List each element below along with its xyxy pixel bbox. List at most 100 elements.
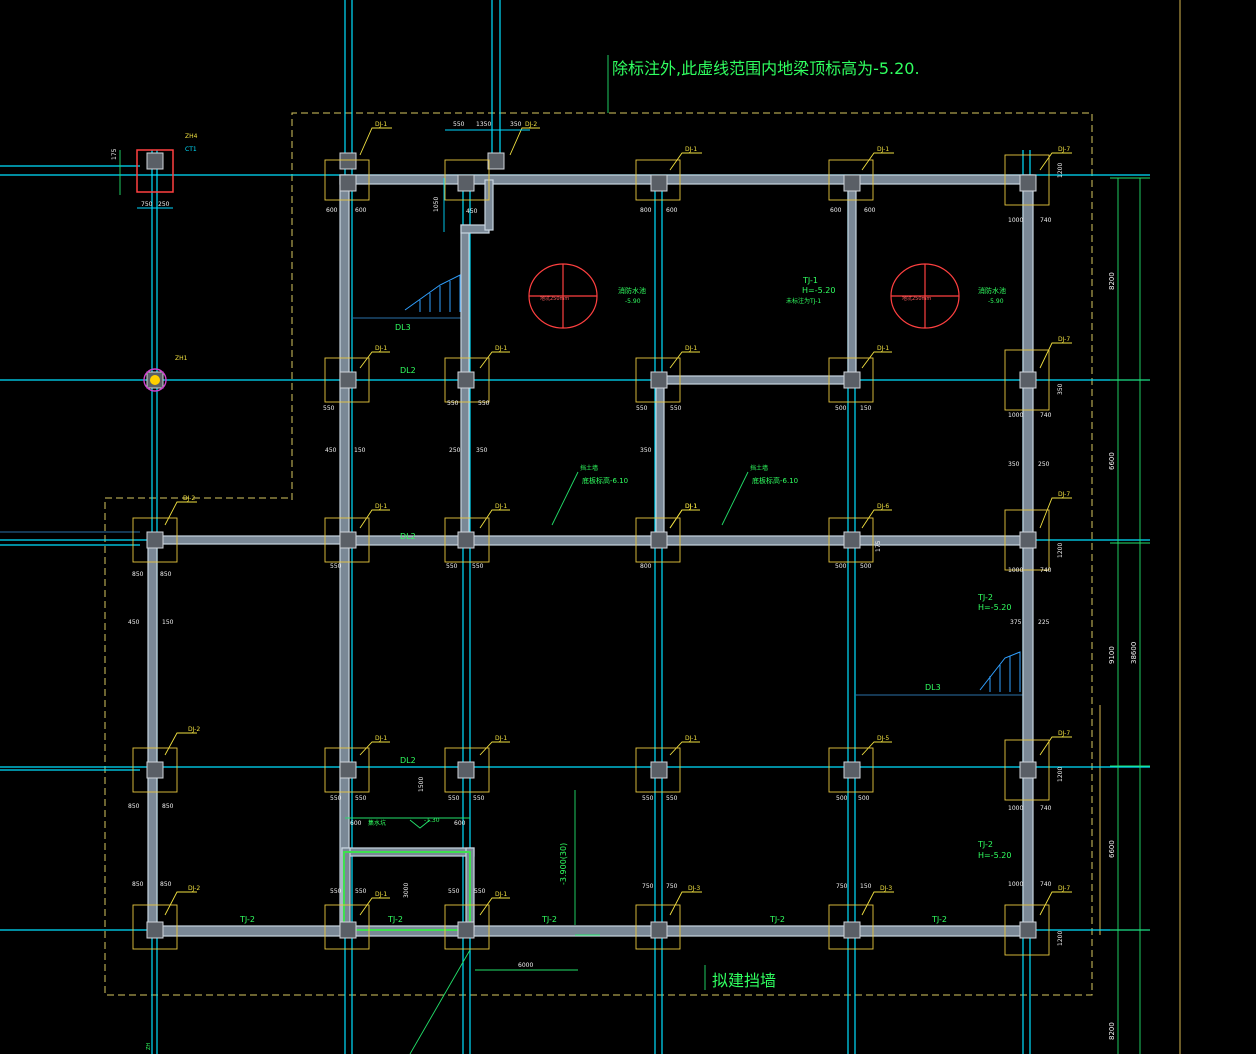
beam-dl2-3: DL2 (400, 756, 416, 765)
cad-text-64: 550 (453, 121, 465, 128)
svg-text:ZH: ZH (146, 1043, 152, 1050)
cad-text-35: DJ-1 (375, 121, 387, 128)
cad-text-65: 1350 (476, 121, 491, 128)
cad-text-91: 500 (835, 405, 847, 412)
cad-text-58: DJ-2 (188, 885, 200, 892)
cad-text-70: 6600 (1108, 452, 1116, 470)
cad-text-131: 850 (160, 881, 172, 888)
column-tag-zh1: ZH1 (175, 355, 188, 362)
cad-text-82: 600 (830, 207, 842, 214)
cad-text-44: DJ-7 (1058, 336, 1070, 343)
cad-text-62: DJ-3 (880, 885, 892, 892)
pile-markers (136, 149, 174, 392)
cad-text-137: 750 (666, 883, 678, 890)
cad-text-96: 150 (354, 447, 366, 454)
cad-text-87: 550 (447, 400, 459, 407)
retaining-wall-note: 拟建挡墙 (712, 971, 776, 990)
tj1-label: TJ-1 (802, 276, 818, 285)
tj1-h-label: H=-5.20 (802, 286, 835, 295)
cad-text-66: 350 (510, 121, 522, 128)
cad-text-43: DJ-1 (877, 345, 889, 352)
cad-text-149: 750 (141, 201, 153, 208)
cad-text-117: 850 (162, 803, 174, 810)
sump-label: 集水坑 (368, 819, 386, 827)
cad-text-146: 350 (1057, 383, 1064, 395)
cad-text-142: 1200 (1057, 163, 1064, 178)
sump-level: -1.30 (424, 817, 440, 824)
columns (146, 152, 1037, 939)
cad-text-133: 550 (355, 888, 367, 895)
cad-text-116: 850 (128, 803, 140, 810)
cad-text-60: DJ-1 (495, 891, 507, 898)
cad-text-41: DJ-1 (495, 345, 507, 352)
cad-text-143: 1200 (1057, 543, 1064, 558)
pit-label-1: 地坑250mm (540, 295, 569, 302)
cad-text-92: 150 (860, 405, 872, 412)
tj1-sub-label: 未标注为TJ-1 (786, 297, 821, 305)
cad-text-56: DJ-5 (877, 735, 889, 742)
retaining-wall-a-sub: 底板标高-6.10 (582, 476, 628, 485)
cad-text-129: 600 (454, 820, 466, 827)
cad-text-94: 740 (1040, 412, 1052, 419)
cad-text-105: 550 (446, 563, 458, 570)
cad-text-109: 500 (860, 563, 872, 570)
cad-text-121: 550 (473, 795, 485, 802)
cad-text-77: 1500 (418, 777, 425, 792)
cad-text-93: 1000 (1008, 412, 1023, 419)
cad-text-76: 3000 (403, 883, 410, 898)
vertical-elevation: -3.900(30) (559, 843, 568, 885)
fire-pool-symbols (528, 263, 960, 329)
cad-text-148: 175 (111, 148, 118, 160)
beam-dl2-2: DL2 (400, 532, 416, 541)
cad-text-98: 350 (476, 447, 488, 454)
cad-text-63: DJ-7 (1058, 885, 1070, 892)
cad-text-59: DJ-1 (375, 891, 387, 898)
cad-text-135: 550 (474, 888, 486, 895)
cad-text-122: 550 (642, 795, 654, 802)
cad-text-124: 500 (836, 795, 848, 802)
cad-text-47: DJ-1 (495, 503, 507, 510)
column-tag-ct1: CT1 (185, 146, 197, 153)
retaining-wall-b: 挡土墙 (750, 464, 768, 472)
annotations: TJ-1 H=-5.20 未标注为TJ-1 消防水池 -5.90 消防水池 -5… (175, 133, 1011, 990)
hatch-leaders: ZH (146, 934, 600, 1054)
tj2-bottom-1: TJ-2 (239, 915, 255, 924)
cad-text-78: 600 (326, 207, 338, 214)
cad-text-86: 550 (323, 405, 335, 412)
cad-text-107: 800 (640, 563, 652, 570)
boundary-dashed-lines (104, 0, 1181, 1054)
cad-text-128: 600 (350, 820, 362, 827)
cad-text-113: 150 (162, 619, 174, 626)
cad-text-120: 550 (448, 795, 460, 802)
cad-text-54: DJ-1 (495, 735, 507, 742)
cad-text-101: 250 (1038, 461, 1050, 468)
cad-text-80: 800 (640, 207, 652, 214)
cad-text-67: 1050 (433, 197, 440, 212)
column-tag-zh4: ZH4 (185, 133, 198, 140)
cad-text-46: DJ-1 (375, 503, 387, 510)
cad-text-140: 1000 (1008, 881, 1023, 888)
cad-text-127: 740 (1040, 805, 1052, 812)
cad-text-102: 850 (132, 571, 144, 578)
cad-text-49: DJ-1 (685, 503, 697, 510)
beam-dl3-1: DL3 (395, 323, 411, 332)
tj2-bottom-5: TJ-2 (931, 915, 947, 924)
pool2-label: 消防水池 (978, 286, 1006, 295)
cad-text-84: 1000 (1008, 217, 1023, 224)
cad-text-144: 1200 (1057, 767, 1064, 782)
cad-text-97: 250 (449, 447, 461, 454)
cad-text-72: 6600 (1108, 840, 1116, 858)
cad-text-100: 350 (1008, 461, 1020, 468)
tj2-a-label: TJ-2 (977, 593, 993, 602)
cad-text-83: 600 (864, 207, 876, 214)
tj2-b-label: TJ-2 (977, 840, 993, 849)
cad-text-132: 550 (330, 888, 342, 895)
cad-text-75: 6000 (518, 962, 533, 969)
dimensions: 550 1350 350 1050 450 8200 6600 9100 660… (111, 121, 1150, 1054)
cad-text-119: 550 (355, 795, 367, 802)
pool2-level: -5.90 (988, 298, 1004, 305)
tj2-bottom-2: TJ-2 (387, 915, 403, 924)
footing-outlines (132, 154, 1050, 956)
cad-text-88: 550 (478, 400, 490, 407)
